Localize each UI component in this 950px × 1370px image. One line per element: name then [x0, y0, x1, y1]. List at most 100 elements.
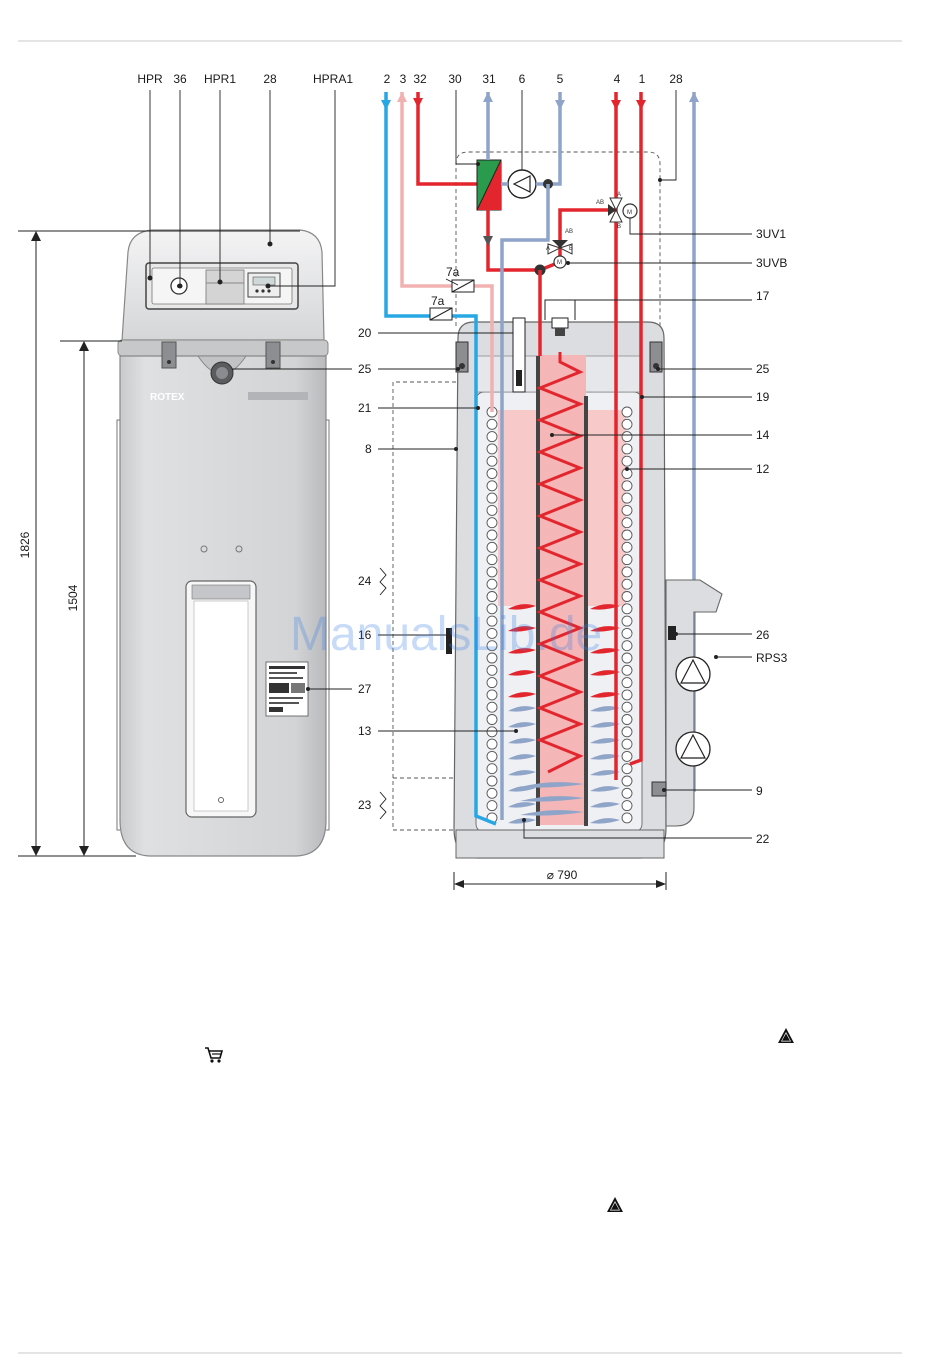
coil-turn	[622, 456, 632, 466]
coil-turn	[622, 567, 632, 577]
label-17: 17	[756, 289, 770, 303]
coil-turn	[622, 788, 632, 798]
clip-right	[266, 342, 280, 368]
label-hpr1: HPR1	[204, 72, 236, 86]
hpr1-module	[206, 270, 244, 304]
svg-text:AB: AB	[565, 229, 573, 235]
label-21: 21	[358, 401, 372, 415]
label-7a-upper: 7a	[446, 265, 460, 279]
element-17	[552, 318, 568, 328]
dim-790: ⌀ 790	[547, 868, 578, 882]
dim-1826: 1826	[18, 531, 32, 558]
coil-turn	[487, 690, 497, 700]
label-36: 36	[173, 72, 187, 86]
coil-turn	[622, 604, 632, 614]
label-4: 4	[614, 72, 621, 86]
coil-turn	[622, 751, 632, 761]
warning-triangle-icon	[777, 1027, 795, 1045]
coil-turn	[622, 678, 632, 688]
coil-turn	[622, 530, 632, 540]
label-7a-lower: 7a	[431, 294, 445, 308]
label-28-left: 28	[263, 72, 277, 86]
label-9: 9	[756, 784, 763, 798]
coil-turn	[487, 788, 497, 798]
watermark: ManualsLib.de	[290, 608, 602, 661]
label-32: 32	[413, 72, 427, 86]
shopping-cart-icon	[204, 1046, 224, 1064]
label-8: 8	[365, 442, 372, 456]
coil-turn	[487, 665, 497, 675]
svg-text:M: M	[627, 210, 632, 216]
exterior-view: ROTEX	[117, 230, 329, 856]
label-3uvb: 3UVB	[756, 256, 787, 270]
coil-turn	[622, 628, 632, 638]
pump-6	[508, 170, 536, 198]
svg-text:M: M	[557, 260, 562, 266]
coil-turn	[487, 518, 497, 528]
label-26: 26	[756, 628, 770, 642]
coil-turn	[487, 505, 497, 515]
unit-collar	[118, 340, 328, 356]
coil-turn	[622, 727, 632, 737]
label-2: 2	[384, 72, 391, 86]
coil-turn	[487, 469, 497, 479]
dim-1504: 1504	[66, 584, 80, 611]
label-1: 1	[639, 72, 646, 86]
coil-turn	[487, 801, 497, 811]
label-23: 23	[358, 798, 372, 812]
coil-turn	[487, 751, 497, 761]
coil-turn	[622, 592, 632, 602]
coil-turn	[487, 702, 497, 712]
label-31: 31	[482, 72, 496, 86]
rps3-module	[666, 580, 722, 826]
coil-turn	[487, 678, 497, 688]
coil-turn	[622, 690, 632, 700]
coil-turn	[622, 555, 632, 565]
brand-logo: ROTEX	[150, 392, 185, 403]
label-20: 20	[358, 326, 372, 340]
tank-base	[456, 830, 664, 858]
coil-turn	[487, 715, 497, 725]
label-13: 13	[358, 724, 372, 738]
coil-turn	[487, 530, 497, 540]
coil-turn	[622, 653, 632, 663]
coil-turn	[622, 518, 632, 528]
coil-turn	[622, 493, 632, 503]
pipe-32	[418, 92, 478, 184]
label-19: 19	[756, 390, 770, 404]
coil-turn	[487, 456, 497, 466]
label-5: 5	[557, 72, 564, 86]
warning-triangle-icon	[606, 1196, 624, 1214]
svg-text:A: A	[546, 246, 550, 252]
pump-rps3-lower	[676, 732, 710, 766]
coil-turn	[622, 481, 632, 491]
label-30: 30	[448, 72, 462, 86]
coil-turn	[487, 481, 497, 491]
coil-turn	[487, 727, 497, 737]
coil-turn	[622, 641, 632, 651]
coil-turn	[487, 776, 497, 786]
coil-turn	[487, 444, 497, 454]
label-24: 24	[358, 574, 372, 588]
coil-turn	[622, 432, 632, 442]
coil-turn	[622, 542, 632, 552]
label-3: 3	[400, 72, 407, 86]
coil-turn	[622, 419, 632, 429]
coil-turn	[622, 407, 632, 417]
coil-turn	[622, 739, 632, 749]
coil-turn	[622, 813, 632, 823]
coil-turn	[487, 493, 497, 503]
coil-turn	[487, 419, 497, 429]
label-25-left: 25	[358, 362, 372, 376]
coil-turn	[487, 555, 497, 565]
coil-turn	[622, 444, 632, 454]
coil-turn	[622, 801, 632, 811]
label-3uv1: 3UV1	[756, 227, 786, 241]
label-6: 6	[519, 72, 526, 86]
coil-turn	[622, 579, 632, 589]
coil-turn	[622, 715, 632, 725]
pump-rps3-upper	[676, 657, 710, 691]
label-14: 14	[756, 428, 770, 442]
coil-turn	[622, 505, 632, 515]
